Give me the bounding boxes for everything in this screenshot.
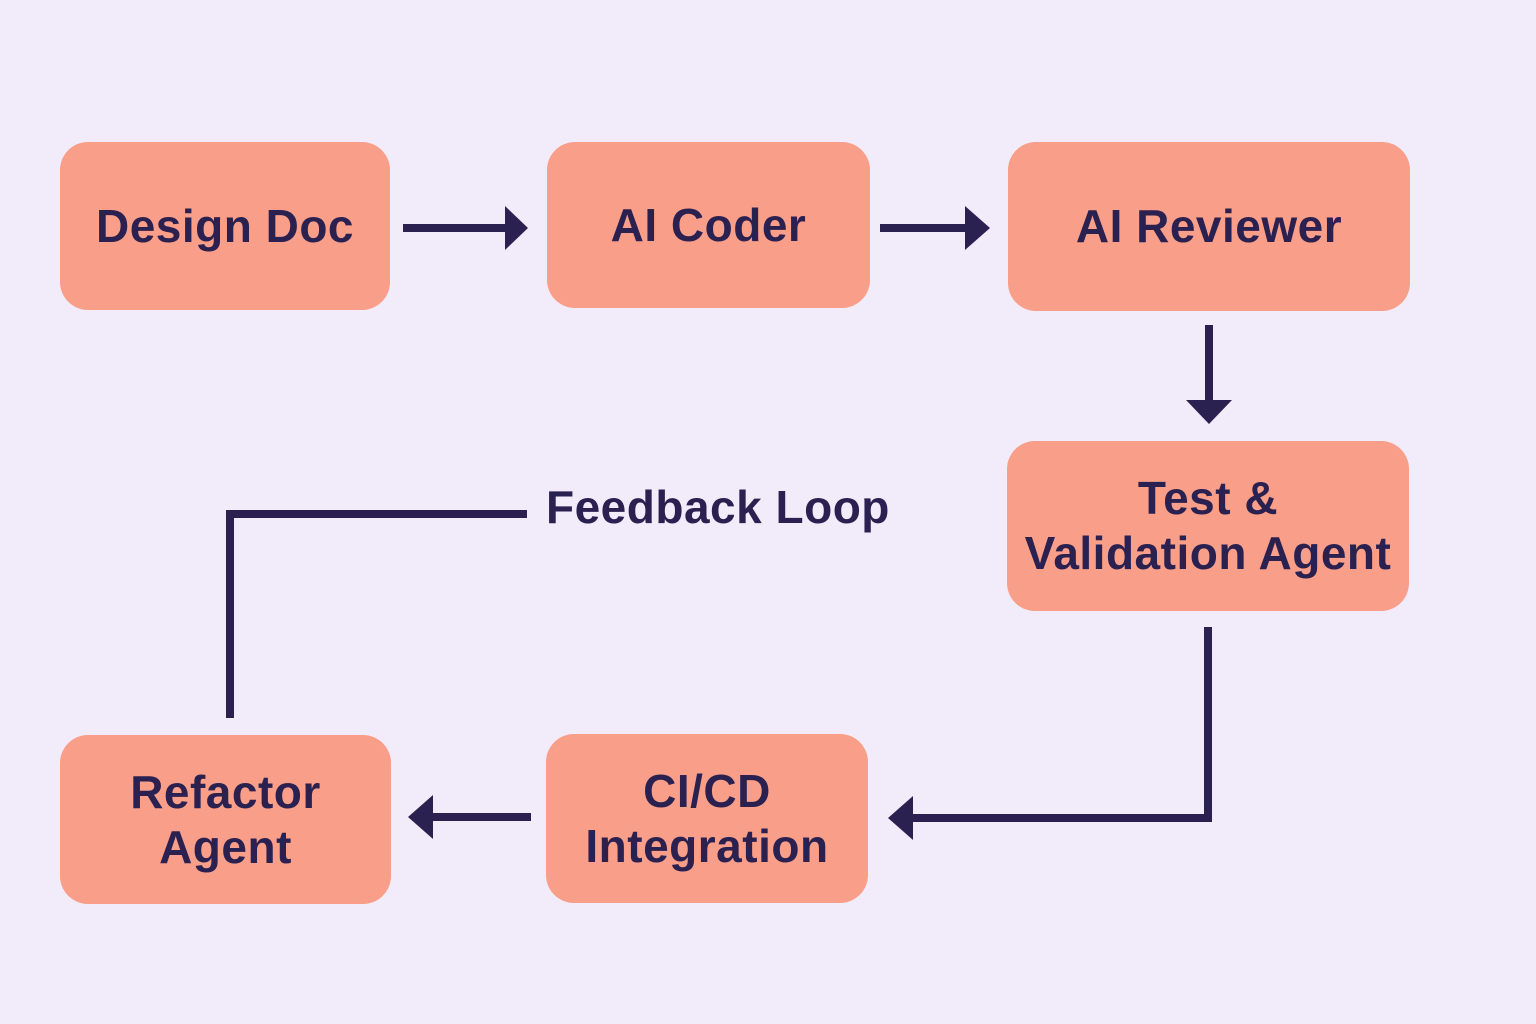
- node-refactor-agent: Refactor Agent: [60, 735, 391, 904]
- edge-ai-coder-to-ai-reviewer: [880, 206, 990, 250]
- edge-ai-reviewer-to-test-validation: [1186, 325, 1232, 424]
- edge-design-doc-to-ai-coder: [403, 206, 528, 250]
- node-ai-reviewer: AI Reviewer: [1008, 142, 1410, 311]
- arrowhead-left-icon: [888, 796, 913, 840]
- node-ai-coder: AI Coder: [547, 142, 870, 308]
- node-test-validation-agent: Test & Validation Agent: [1007, 441, 1409, 611]
- arrowhead-down-icon: [1186, 400, 1232, 424]
- node-cicd-integration: CI/CD Integration: [546, 734, 868, 903]
- edge-test-validation-to-cicd: [888, 627, 1212, 840]
- node-label: Test & Validation Agent: [1024, 472, 1392, 579]
- arrowhead-right-icon: [965, 206, 990, 250]
- node-label: AI Coder: [610, 198, 807, 251]
- node-label: Refactor Agent: [130, 765, 321, 873]
- node-label: AI Reviewer: [1075, 200, 1343, 252]
- arrowhead-right-icon: [505, 206, 528, 250]
- arrowhead-left-icon: [408, 795, 433, 839]
- node-label: CI/CD Integration: [585, 764, 829, 872]
- node-label: Design Doc: [95, 199, 355, 252]
- node-design-doc: Design Doc: [60, 142, 390, 310]
- edge-cicd-to-refactor: [408, 795, 531, 839]
- edge-refactor-feedback-loop: [226, 510, 527, 718]
- feedback-loop-label: Feedback Loop: [546, 481, 890, 533]
